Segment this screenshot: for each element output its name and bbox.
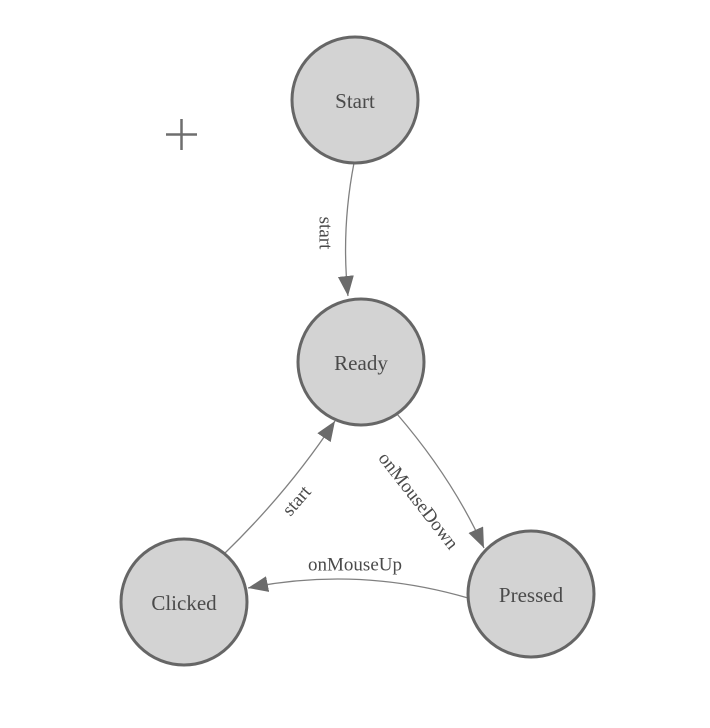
edge-pressed-to-clicked: onMouseUp: [247, 555, 469, 599]
edge-clicked-to-ready-path[interactable]: [223, 420, 336, 555]
edge-ready-to-pressed: onMouseDown: [374, 413, 485, 554]
state-node-pressed-circle[interactable]: [466, 529, 596, 659]
edge-label-ready-to-pressed: onMouseDown: [374, 448, 463, 554]
edge-label-start-to-ready: start: [315, 217, 336, 250]
state-node-ready: Ready: [296, 297, 426, 427]
edge-clicked-to-ready: start: [223, 420, 336, 555]
state-node-pressed: Pressed: [466, 529, 596, 659]
state-node-start: Start: [290, 35, 420, 165]
plus-icon: [166, 119, 197, 150]
edge-pressed-to-clicked-path[interactable]: [247, 576, 469, 599]
state-node-ready-circle[interactable]: [296, 297, 426, 427]
state-node-clicked: Clicked: [119, 537, 249, 667]
edge-start-to-ready-path[interactable]: [337, 162, 355, 297]
edge-start-to-ready: start: [315, 162, 355, 297]
edge-label-pressed-to-clicked: onMouseUp: [308, 555, 402, 576]
edge-label-clicked-to-ready: start: [278, 481, 316, 520]
state-node-clicked-circle[interactable]: [119, 537, 249, 667]
state-node-start-circle[interactable]: [290, 35, 420, 165]
edge-ready-to-pressed-path[interactable]: [396, 413, 485, 549]
